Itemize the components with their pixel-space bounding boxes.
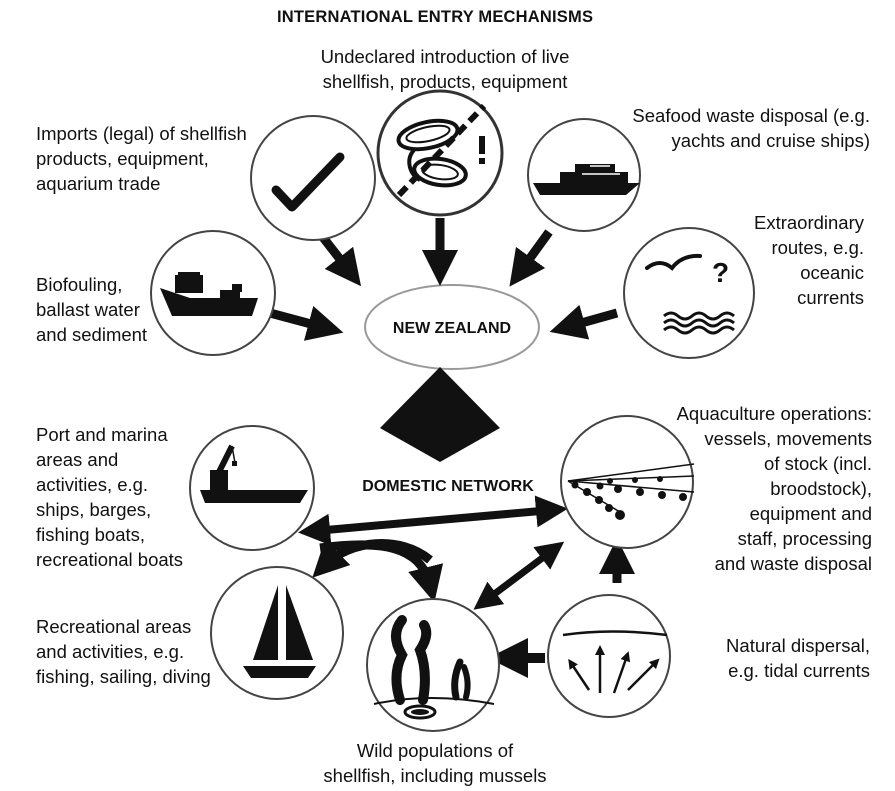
- cruise-ship-icon: [533, 164, 640, 195]
- svg-text:?: ?: [712, 257, 729, 288]
- label-seafood-waste: Seafood waste disposal (e.g. yachts and …: [632, 105, 870, 151]
- arrow-extraordinary: [549, 304, 619, 340]
- international-to-domestic-arrow: [380, 367, 500, 462]
- new-zealand-label: NEW ZEALAND: [393, 320, 511, 337]
- crane-barge-icon: [200, 444, 308, 503]
- port-circle: [189, 425, 315, 551]
- extraordinary-circle: [623, 227, 755, 359]
- label-extraordinary: Extraordinary routes, e.g. oceanic curre…: [753, 212, 864, 308]
- arrow-wild-aquaculture: [473, 541, 565, 610]
- label-natural: Natural dispersal, e.g. tidal currents: [726, 635, 870, 681]
- mussel-farm-lines-icon: [567, 463, 695, 520]
- dispersal-arrows-icon: [562, 630, 668, 694]
- label-biofouling: Biofouling, ballast water and sediment: [36, 274, 148, 345]
- seaweed-mussel-icon: [373, 615, 495, 720]
- arrow-port-aquaculture: [298, 495, 568, 546]
- arrow-biofouling: [268, 305, 344, 341]
- check-mark-icon: [271, 152, 345, 212]
- imports-circle: [250, 115, 376, 241]
- label-undeclared: Undeclared introduction of live shellfis…: [320, 46, 570, 92]
- biofouling-circle: [150, 230, 276, 356]
- seabird-waves-icon: ?: [645, 253, 735, 335]
- label-port: Port and marina areas and activities, e.…: [36, 424, 184, 570]
- crossed-out-mussels-icon: [396, 103, 487, 198]
- label-recreational: Recreational areas and activities, e.g. …: [36, 616, 211, 687]
- label-wild: Wild populations of shellfish, including…: [323, 740, 547, 786]
- arrow-seafood-waste: [509, 229, 553, 287]
- sailboat-icon: [243, 585, 316, 678]
- cargo-ship-icon: [160, 272, 258, 316]
- label-imports: Imports (legal) of shellfish products, e…: [36, 123, 247, 194]
- arrow-to-wild: [319, 540, 444, 603]
- label-aquaculture: Aquaculture operations: vessels, movemen…: [676, 403, 872, 574]
- diagram-title: INTERNATIONAL ENTRY MECHANISMS: [277, 8, 594, 26]
- aquaculture-circle: [560, 415, 694, 549]
- domestic-arrows: [298, 495, 635, 678]
- natural-circle: [547, 594, 671, 718]
- domestic-network-heading: DOMESTIC NETWORK: [362, 478, 534, 495]
